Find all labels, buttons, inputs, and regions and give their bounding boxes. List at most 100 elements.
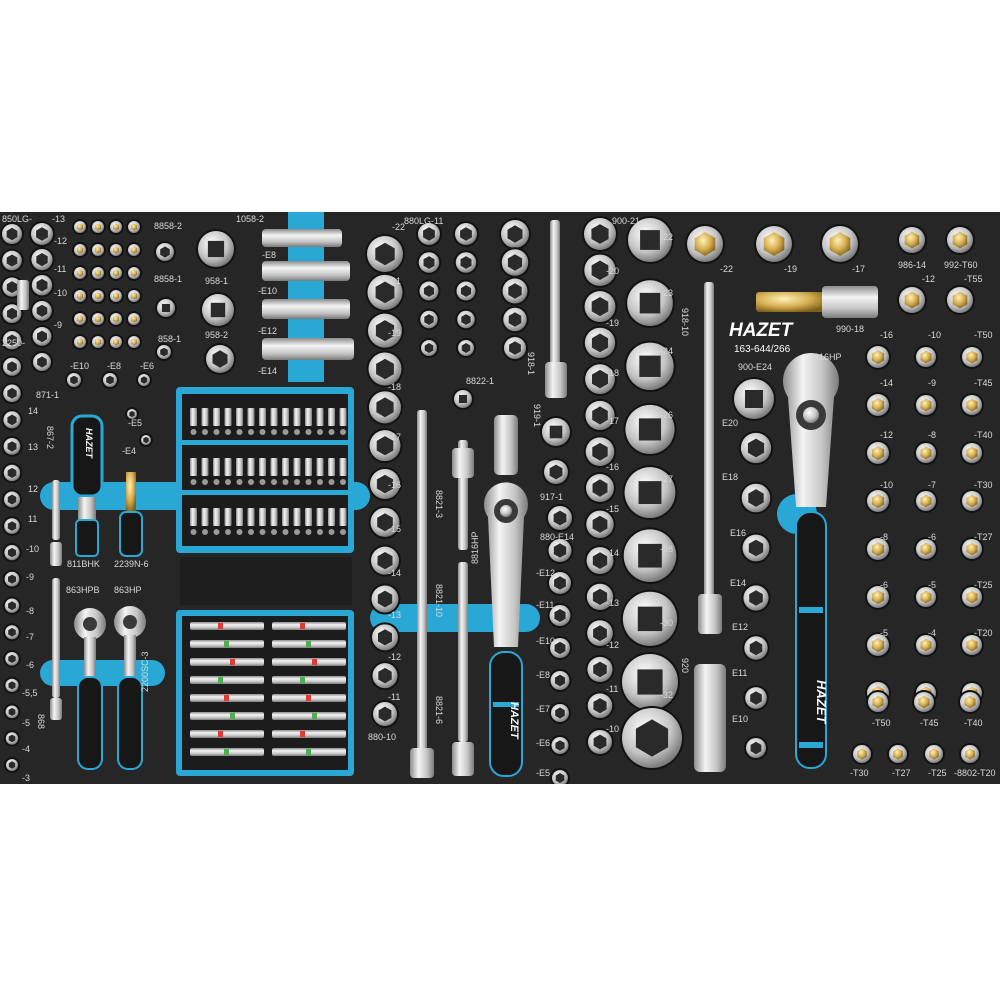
bit-socket xyxy=(914,537,938,561)
socket xyxy=(3,650,21,668)
socket xyxy=(369,583,401,615)
socket xyxy=(136,372,152,388)
label: -22 xyxy=(660,232,673,242)
bit-socket xyxy=(914,345,938,369)
label-880-e14: 880-E14 xyxy=(540,532,574,542)
socket xyxy=(29,221,55,247)
socket xyxy=(548,669,572,692)
label: -7 xyxy=(928,480,936,490)
socket xyxy=(582,289,618,324)
bit-socket xyxy=(126,242,142,258)
label: -T50 xyxy=(974,330,993,340)
bit-socket xyxy=(960,633,984,657)
label: -6 xyxy=(880,580,888,590)
bit-socket xyxy=(960,441,984,465)
bit-socket xyxy=(865,632,891,658)
socket xyxy=(30,299,54,323)
bit-socket xyxy=(945,225,975,255)
label-919-1: 919-1 xyxy=(532,404,542,427)
label: -E12 xyxy=(258,326,277,336)
label: -18 xyxy=(388,382,401,392)
bit-socket xyxy=(108,288,124,304)
label: E10 xyxy=(732,714,748,724)
label: -14 xyxy=(606,548,619,558)
bit-socket xyxy=(90,219,106,235)
label: -4 xyxy=(928,628,936,638)
bit-socket xyxy=(754,224,794,264)
label-8858-2: 8858-2 xyxy=(154,221,182,231)
bit-socket xyxy=(958,690,982,714)
socket xyxy=(547,570,573,596)
label-8822-1: 8822-1 xyxy=(466,376,494,386)
bit-socket xyxy=(72,242,88,258)
socket xyxy=(1,382,23,405)
socket xyxy=(0,222,24,246)
extension-e8 xyxy=(262,229,342,247)
socket xyxy=(502,335,528,361)
socket xyxy=(582,325,618,360)
socket xyxy=(196,229,236,269)
socket xyxy=(416,250,442,275)
universal-joint-919-1 xyxy=(494,415,518,475)
socket xyxy=(419,338,439,358)
label-880lg-11: 880LG-11 xyxy=(404,216,443,226)
label: -19 xyxy=(784,264,797,274)
handle-brand-916hp: HAZET xyxy=(814,680,829,724)
label-918-1: 918-1 xyxy=(526,352,536,375)
label-863hpb: 863HPB xyxy=(66,585,100,595)
extension-8821-6 xyxy=(458,562,468,742)
label: 12 xyxy=(28,484,38,494)
socket xyxy=(1,436,23,457)
socket xyxy=(620,652,680,712)
label-863hp: 863HP xyxy=(114,585,142,595)
bit-socket xyxy=(126,311,142,327)
label-867-2: 867-2 xyxy=(45,426,55,449)
ratchet-916hp xyxy=(783,353,840,769)
extension-8821-6-end xyxy=(452,742,474,776)
socket xyxy=(585,618,615,648)
socket xyxy=(584,508,616,540)
label: -12 xyxy=(606,640,619,650)
socket xyxy=(621,527,679,584)
bit-socket xyxy=(108,265,124,281)
bit-socket xyxy=(960,393,984,417)
bit-socket xyxy=(126,219,142,235)
socket xyxy=(3,623,21,642)
label: -E14 xyxy=(258,366,277,376)
socket xyxy=(582,216,618,252)
bit-socket xyxy=(865,440,891,466)
screwdriver-811bhk xyxy=(70,414,104,557)
tool-tray: HAZET 163-644/266 HAZET HAZET HAZET 850L… xyxy=(0,212,1000,784)
handle-brand-8816hp: HAZET xyxy=(508,702,520,740)
extension-918-1 xyxy=(550,220,560,370)
label: -14 xyxy=(880,378,893,388)
extension-918-1-end xyxy=(545,362,567,398)
socket xyxy=(583,435,617,468)
label: -T30 xyxy=(974,480,993,490)
bit-socket xyxy=(865,536,891,562)
label: -17 xyxy=(388,432,401,442)
label: -5,5 xyxy=(22,688,38,698)
socket xyxy=(367,428,403,464)
bit-socket xyxy=(72,311,88,327)
label: -T25 xyxy=(928,768,947,778)
label: -T40 xyxy=(964,718,983,728)
socket xyxy=(1,355,23,378)
label: -10 xyxy=(880,480,893,490)
label-871-1: 871-1 xyxy=(36,390,59,400)
socket xyxy=(367,389,403,426)
socket xyxy=(584,581,616,612)
bit-socket xyxy=(866,690,890,714)
sockets xyxy=(0,216,984,784)
label: -E8 xyxy=(536,670,550,680)
bit-socket xyxy=(90,242,106,258)
socket xyxy=(583,398,617,432)
label-858-1: 858-1 xyxy=(158,334,181,344)
label-958-1: 958-1 xyxy=(205,276,228,286)
label: -T50 xyxy=(872,718,891,728)
socket xyxy=(624,340,676,392)
bit-socket xyxy=(685,224,725,264)
label: -E5 xyxy=(536,768,550,778)
socket xyxy=(452,388,474,410)
cassette-lid xyxy=(180,557,352,605)
